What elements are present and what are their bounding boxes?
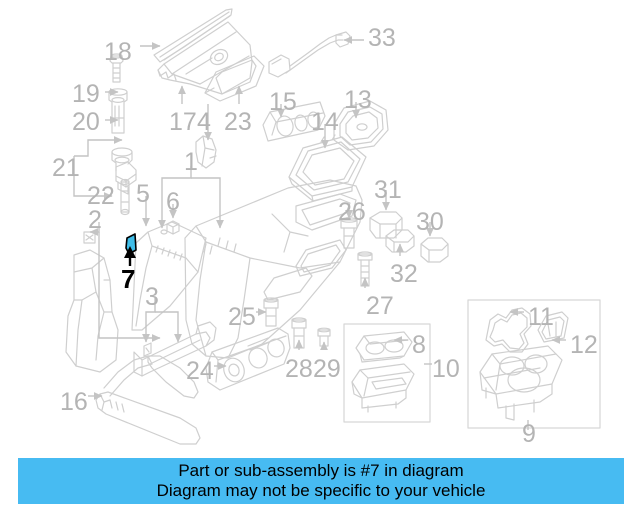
- callout-7: 7: [121, 264, 136, 294]
- part-4-bracket: [195, 135, 217, 169]
- callout-12: 12: [570, 331, 598, 359]
- part-7-arrow-head: [124, 246, 136, 258]
- part-3-bracket-rail: [133, 321, 217, 377]
- caption-line-2: Diagram may not be specific to your vehi…: [156, 481, 486, 500]
- highlight-part-7: [124, 233, 137, 266]
- part-5-side-trim: [131, 221, 207, 331]
- part-10-cup-holder: [351, 363, 415, 413]
- leader-2b: [98, 232, 161, 342]
- callout-16: 16: [60, 388, 88, 416]
- callout-2: 2: [88, 206, 102, 234]
- callout-31: 31: [374, 176, 402, 204]
- part-6-clip: [166, 220, 180, 235]
- callout-13: 13: [344, 86, 372, 114]
- part-30-clip: [420, 237, 449, 263]
- leader-1b: [191, 177, 224, 229]
- part-12-trim-clip: [537, 311, 569, 343]
- callout-25: 25: [228, 303, 256, 331]
- callout-9: 9: [522, 420, 536, 448]
- part-17-trim-panel: [157, 21, 253, 95]
- group-10-box: [343, 323, 431, 423]
- part-1-center-console: [184, 179, 363, 359]
- caption-line-1: Part or sub-assembly is #7 in diagram: [178, 461, 464, 480]
- callout-21: 21: [52, 154, 80, 182]
- callout-5: 5: [136, 180, 150, 208]
- part-31-cap: [369, 211, 403, 239]
- part-23-trim-piece: [204, 55, 265, 102]
- callout-29: 29: [313, 355, 341, 383]
- part-19-bolt: [109, 53, 124, 83]
- callout-3: 3: [145, 283, 159, 311]
- callout-33: 33: [368, 24, 396, 52]
- callout-26: 26: [338, 198, 366, 226]
- part-2-kick-panel: [65, 249, 119, 373]
- leader-22: [73, 156, 113, 200]
- part-24-climate-control: [205, 327, 291, 391]
- part-8-cup-insert: [355, 331, 413, 363]
- callout-19: 19: [72, 80, 100, 108]
- callout-11: 11: [528, 303, 554, 331]
- callout-14: 14: [311, 108, 339, 136]
- part-11-cup-insert: [485, 307, 532, 353]
- callout-30: 30: [416, 208, 444, 236]
- part-9-cup-holder-assembly: [479, 345, 563, 421]
- callout-27: 27: [366, 292, 394, 320]
- part-33-cable: [268, 31, 351, 78]
- part-25-button: [263, 297, 279, 327]
- leader-3b: [155, 311, 182, 343]
- part-32-cap: [385, 229, 415, 253]
- callout-24: 24: [186, 357, 214, 385]
- callout-20: 20: [72, 108, 100, 136]
- caption-banner: Part or sub-assembly is #7 in diagram Di…: [18, 458, 624, 504]
- leader-1a: [158, 166, 192, 229]
- callout-6: 6: [166, 188, 180, 216]
- group-9-box: [467, 299, 601, 429]
- callout-15: 15: [269, 88, 297, 116]
- part-26-clip: [340, 217, 358, 249]
- callout-23: 23: [224, 108, 252, 136]
- callout-32: 32: [390, 260, 418, 288]
- part-18-trim-strip: [153, 8, 233, 63]
- callout-8: 8: [412, 331, 426, 359]
- part-21-connector: [111, 147, 137, 195]
- leader-3a: [142, 298, 156, 343]
- callout-17: 17: [169, 108, 197, 136]
- part-16-hose: [95, 355, 201, 445]
- callout-28: 28: [285, 355, 313, 383]
- callout-1: 1: [184, 148, 198, 176]
- callout-22: 22: [87, 182, 115, 210]
- callout-18: 18: [104, 38, 132, 66]
- callout-10: 10: [432, 355, 460, 383]
- leader-21: [74, 136, 123, 157]
- part-20-bushing: [108, 88, 128, 134]
- part-22-clip: [120, 178, 130, 216]
- callout-4: 4: [197, 108, 211, 136]
